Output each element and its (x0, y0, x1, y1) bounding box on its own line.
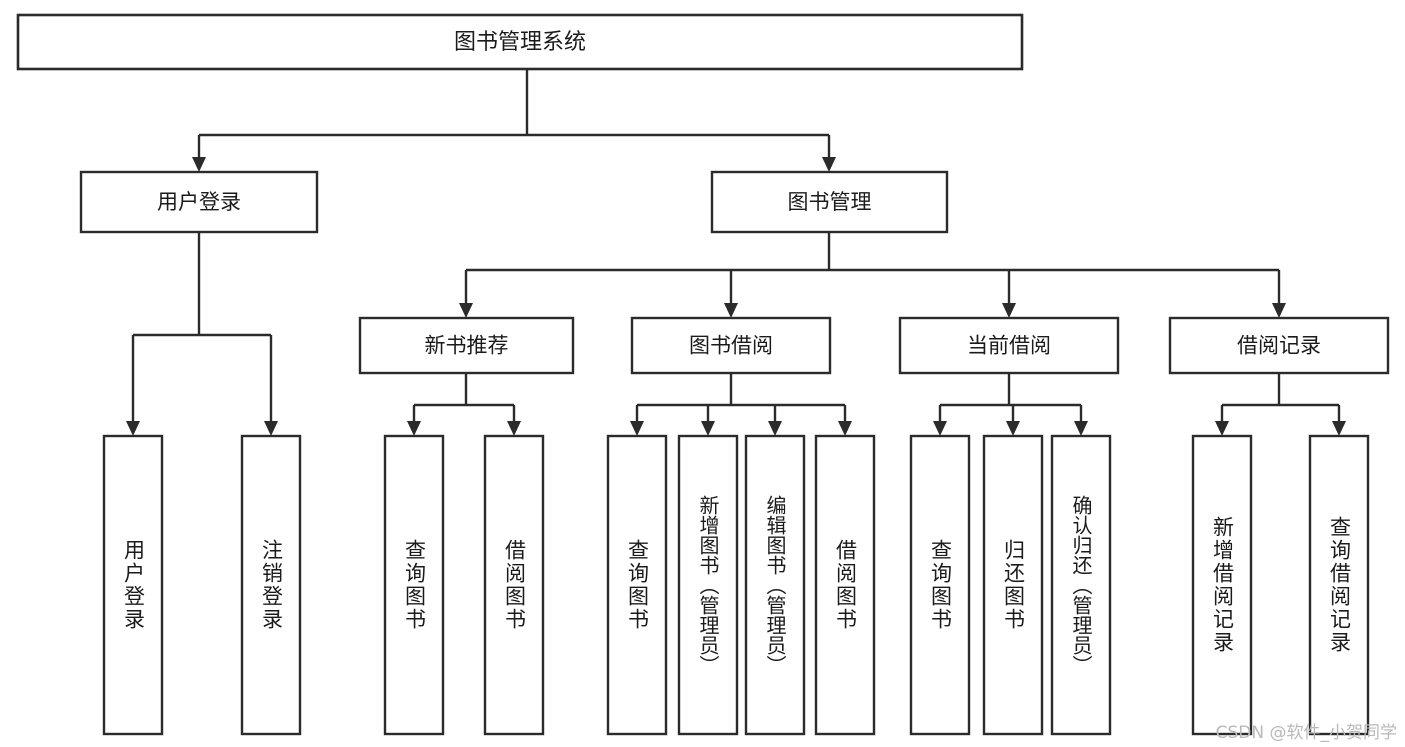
node-book-borrow[interactable]: 图书借阅 (630, 316, 832, 375)
node-leaf-query-book-1-box[interactable] (383, 434, 445, 736)
node-leaf-query-book-2-box[interactable] (606, 434, 668, 736)
node-root-system-label: 图书管理系统 (454, 30, 586, 55)
edge-arrowhead (933, 421, 947, 436)
edge-arrowhead (838, 421, 852, 436)
node-book-manage[interactable]: 图书管理 (710, 170, 949, 234)
edge-arrowhead (768, 421, 782, 436)
node-current-borrow-label: 当前借阅 (967, 334, 1051, 358)
edge-arrowhead (1215, 421, 1229, 436)
node-leaf-edit-book-box[interactable] (744, 434, 806, 736)
node-book-manage-box[interactable] (710, 170, 949, 234)
node-leaf-query-record-box[interactable] (1308, 434, 1370, 736)
edge-arrowhead (126, 421, 140, 436)
edge-arrowhead (459, 303, 473, 318)
node-root-system-box[interactable] (16, 13, 1024, 71)
node-leaf-confirm-return-box[interactable] (1050, 434, 1112, 736)
edge-arrowhead (507, 421, 521, 436)
edge-arrowhead (630, 421, 644, 436)
node-leaf-borrow-book-1-box[interactable] (483, 434, 545, 736)
node-root-system[interactable]: 图书管理系统 (16, 13, 1024, 71)
edge-arrowhead (724, 303, 738, 318)
edges-layer (126, 69, 1346, 436)
edge-arrowhead (1006, 421, 1020, 436)
node-current-borrow-box[interactable] (898, 316, 1120, 375)
node-book-borrow-label: 图书借阅 (689, 334, 773, 358)
edge-arrowhead (407, 421, 421, 436)
node-borrow-record-label: 借阅记录 (1237, 334, 1321, 358)
node-new-book-recommend-box[interactable] (358, 316, 575, 375)
node-user-login-box[interactable] (79, 170, 319, 234)
edge-arrowhead (1332, 421, 1346, 436)
node-borrow-record[interactable]: 借阅记录 (1168, 316, 1390, 375)
node-new-book-recommend-label: 新书推荐 (425, 334, 509, 358)
node-leaf-return-book-box[interactable] (982, 434, 1044, 736)
node-current-borrow[interactable]: 当前借阅 (898, 316, 1120, 375)
csdn-watermark: CSDN @软件_小贺同学 (1215, 723, 1397, 743)
node-book-borrow-box[interactable] (630, 316, 832, 375)
edge-arrowhead (264, 421, 278, 436)
node-book-manage-label: 图书管理 (788, 190, 872, 214)
edge-arrowhead (1002, 303, 1016, 318)
node-leaf-query-book-3-box[interactable] (909, 434, 971, 736)
edge-arrowhead (822, 157, 836, 172)
node-leaf-borrow-book-2-box[interactable] (814, 434, 876, 736)
node-new-book-recommend[interactable]: 新书推荐 (358, 316, 575, 375)
node-user-login-label: 用户登录 (157, 190, 241, 214)
edge-arrowhead (1074, 421, 1088, 436)
node-borrow-record-box[interactable] (1168, 316, 1390, 375)
node-leaf-logout-box[interactable] (240, 434, 302, 736)
node-leaf-user-login-box[interactable] (102, 434, 164, 736)
edge-arrowhead (701, 421, 715, 436)
edge-arrowhead (1272, 303, 1286, 318)
edge-arrowhead (192, 157, 206, 172)
node-user-login[interactable]: 用户登录 (79, 170, 319, 234)
node-leaf-add-record-box[interactable] (1191, 434, 1253, 736)
node-leaf-add-book-box[interactable] (677, 434, 739, 736)
